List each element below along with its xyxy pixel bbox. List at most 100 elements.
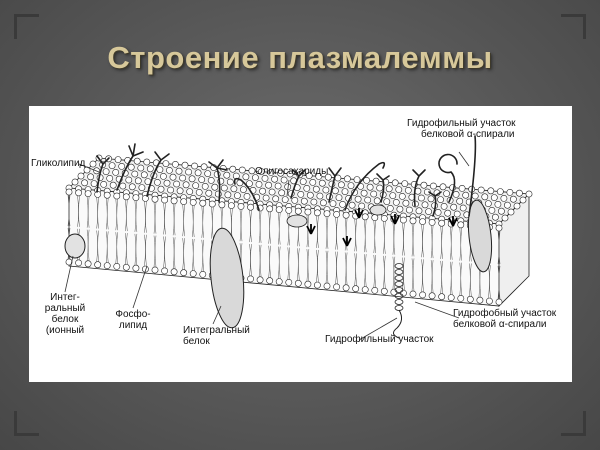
phospholipid-head <box>179 174 186 182</box>
phospholipid-head <box>415 207 423 215</box>
phospholipid-head <box>71 178 79 186</box>
phospholipid-head <box>267 169 275 176</box>
phospholipid-head <box>363 177 370 184</box>
phospholipid-head <box>112 169 120 176</box>
phospholipid-head <box>159 173 167 180</box>
phospholipid-head <box>361 213 369 221</box>
sugar-cluster <box>306 224 316 235</box>
phospholipid-tail <box>173 237 176 269</box>
alpha-helix-turn <box>394 275 404 281</box>
phospholipid-head <box>329 200 337 207</box>
sugar-cluster <box>342 236 352 247</box>
phospholipid-head <box>195 189 203 196</box>
phospholipid-head <box>342 211 350 219</box>
phospholipid-head <box>371 286 379 294</box>
slide-title: Строение плазмалеммы <box>107 40 493 75</box>
phospholipid-head <box>488 207 496 214</box>
phospholipid-head <box>341 188 349 195</box>
phospholipid-head <box>354 195 362 203</box>
phospholipid-head <box>495 298 503 306</box>
phospholipid-head <box>476 296 484 304</box>
phospholipid-head <box>286 170 294 178</box>
phospholipid-tail <box>317 215 319 248</box>
phospholipid-tail <box>498 265 501 300</box>
phospholipid-head <box>247 203 254 211</box>
oligosaccharide-chain <box>208 159 228 203</box>
sugar-cluster <box>390 214 400 225</box>
phospholipid-tail <box>384 255 386 289</box>
alpha-helix-turn <box>394 269 404 275</box>
phospholipid-head <box>171 161 179 168</box>
phospholipid-head <box>208 200 216 208</box>
membrane-diagram <box>64 135 533 341</box>
phospholipid-tail <box>202 239 205 272</box>
phospholipid-head <box>142 195 149 202</box>
oligosaccharide-chain <box>376 173 390 203</box>
phospholipid-head <box>352 285 360 293</box>
phospholipid-tail <box>164 202 166 235</box>
phospholipid-tail <box>192 205 195 238</box>
phospholipid-head <box>167 186 174 194</box>
phospholipid-tail <box>393 256 396 290</box>
label-integral-ionic: Интег- ральный белок (ионный <box>39 292 91 336</box>
phospholipid-head <box>224 191 232 199</box>
phospholipid-head <box>496 188 504 195</box>
phospholipid-tail <box>87 229 90 261</box>
phospholipid-head <box>457 221 465 229</box>
phospholipid-head <box>84 260 92 268</box>
phospholipid-head <box>453 210 461 218</box>
phospholipid-head <box>294 207 302 215</box>
label-phospholipid-line2: липид <box>118 320 148 331</box>
phospholipid-head <box>421 201 429 209</box>
label-hydrophobic-helix-line2: белковой α-спирали <box>453 319 547 330</box>
phospholipid-head <box>133 157 141 165</box>
phospholipid-head <box>440 203 448 210</box>
phospholipid-head <box>396 205 404 213</box>
phospholipid-head <box>259 187 266 195</box>
phospholipid-head <box>75 189 82 197</box>
phospholipid-head <box>165 167 173 174</box>
phospholipid-head <box>204 170 212 177</box>
phospholipid-head <box>138 184 146 191</box>
peripheral-protein <box>369 204 387 216</box>
phospholipid-head <box>324 173 332 181</box>
phospholipid-head <box>395 186 403 193</box>
phospholipid-head <box>294 279 302 287</box>
helix-tail <box>393 309 403 339</box>
label-integral-ionic-line4: (ионный <box>45 325 85 336</box>
alpha-helix-turn <box>394 305 404 311</box>
phospholipid-tail <box>431 260 434 293</box>
phospholipid-head <box>229 165 237 173</box>
phospholipid-head <box>428 292 436 300</box>
phospholipid-tail <box>460 227 463 261</box>
phospholipid-head <box>170 197 178 205</box>
phospholipid-tail <box>450 226 453 260</box>
phospholipid-head <box>207 177 215 184</box>
phospholipid-head <box>383 198 391 205</box>
phospholipid-head <box>419 291 426 299</box>
phospholipid-head <box>481 193 489 201</box>
phospholipid-head <box>199 199 207 207</box>
phospholipid-head <box>494 201 502 208</box>
phospholipid-head <box>391 179 399 187</box>
phospholipid-head <box>361 286 369 293</box>
phospholipid-head <box>245 180 253 187</box>
phospholipid-tail <box>470 263 472 297</box>
phospholipid-head <box>237 203 245 210</box>
label-hydrophilic-helix: Гидрофильный участок белковой α-спирали <box>407 118 516 140</box>
phospholipid-head <box>114 156 122 163</box>
phospholipid-head <box>519 196 527 204</box>
phospholipid-head <box>173 180 180 188</box>
phospholipid-tail <box>403 222 405 256</box>
phospholipid-head <box>243 193 251 200</box>
phospholipid-head <box>280 176 288 184</box>
phospholipid-head <box>102 168 110 175</box>
phospholipid-head <box>201 183 209 190</box>
phospholipid-tail <box>68 194 71 227</box>
phospholipid-head <box>143 158 151 166</box>
phospholipid-head <box>322 186 330 194</box>
phospholipid-head <box>360 189 368 197</box>
phospholipid-head <box>185 168 192 176</box>
phospholipid-tail <box>288 213 291 246</box>
phospholipid-tail <box>135 200 138 232</box>
